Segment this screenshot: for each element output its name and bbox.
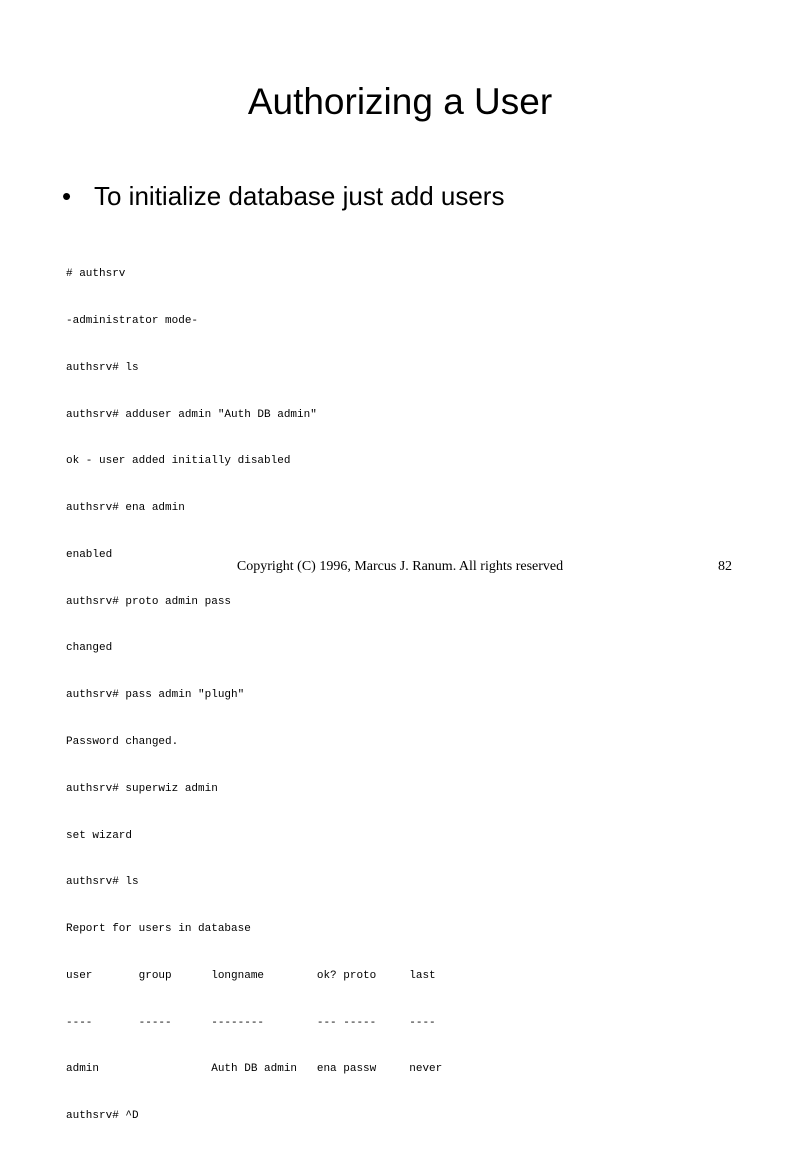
terminal-line: changed — [66, 642, 113, 655]
bullet-item-label: To initialize database just add users — [94, 181, 505, 211]
terminal-line: Report for users in database — [66, 923, 251, 936]
terminal-line: -administrator mode- — [66, 314, 199, 327]
bullet-list: • To initialize database just add users — [62, 180, 762, 212]
terminal-line: authsrv# pass admin "plugh" — [66, 689, 245, 702]
terminal-line: authsrv# superwiz admin — [66, 782, 218, 795]
terminal-report-row: admin Auth DB admin ena passw never — [66, 1063, 443, 1076]
terminal-line: authsrv# ^D — [66, 1110, 139, 1123]
bullet-dot-icon: • — [62, 181, 72, 211]
slide-canvas: Authorizing a User • To initialize datab… — [0, 81, 800, 1123]
terminal-report-separator: ---- ----- -------- --- ----- ---- — [66, 1016, 436, 1029]
terminal-line: authsrv# adduser admin "Auth DB admin" — [66, 408, 317, 421]
slide-footer: Copyright (C) 1996, Marcus J. Ranum. All… — [0, 558, 800, 580]
terminal-line: Password changed. — [66, 736, 179, 748]
terminal-line: set wizard — [66, 829, 133, 842]
terminal-line: authsrv# ls — [66, 876, 139, 889]
terminal-line: authsrv# ls — [66, 361, 139, 374]
terminal-line: ok - user added initially disabled — [66, 455, 291, 468]
terminal-line: authsrv# proto admin pass — [66, 595, 232, 608]
page-title: Authorizing a User — [247, 81, 553, 122]
terminal-line: # authsrv — [66, 268, 126, 281]
terminal-transcript: # authsrv -administrator mode- authsrv# … — [66, 236, 746, 1156]
list-item: • To initialize database just add users — [62, 180, 762, 212]
terminal-line: authsrv# ena admin — [66, 502, 185, 515]
terminal-report-header: user group longname ok? proto last — [66, 969, 436, 982]
page-number: 82 — [718, 559, 732, 574]
copyright-notice: Copyright (C) 1996, Marcus J. Ranum. All… — [236, 559, 564, 574]
terminal-line: enabled — [66, 548, 113, 561]
